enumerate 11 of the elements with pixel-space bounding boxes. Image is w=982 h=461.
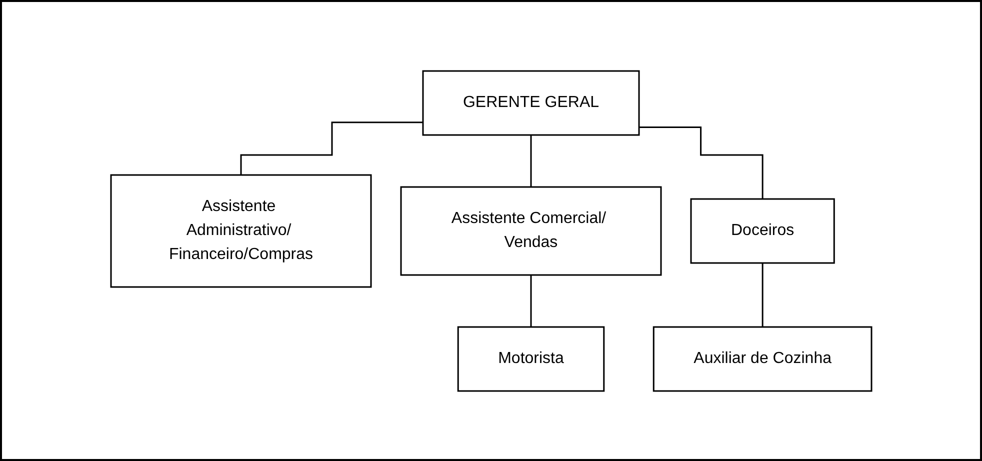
node-box: Assistente Administrativo/ Financeiro/Compras — [110, 174, 372, 288]
node-box: GERENTE GERAL — [422, 70, 640, 136]
connector — [240, 121, 423, 176]
connector — [638, 126, 764, 200]
node-box: Auxiliar de Cozinha — [652, 326, 872, 392]
connector — [530, 134, 532, 188]
connector — [530, 274, 532, 328]
connector — [762, 262, 764, 328]
node-box: Assistente Comercial/ Vendas — [400, 186, 662, 276]
node-box: Motorista — [457, 326, 604, 392]
node-box: Doceiros — [690, 198, 835, 264]
